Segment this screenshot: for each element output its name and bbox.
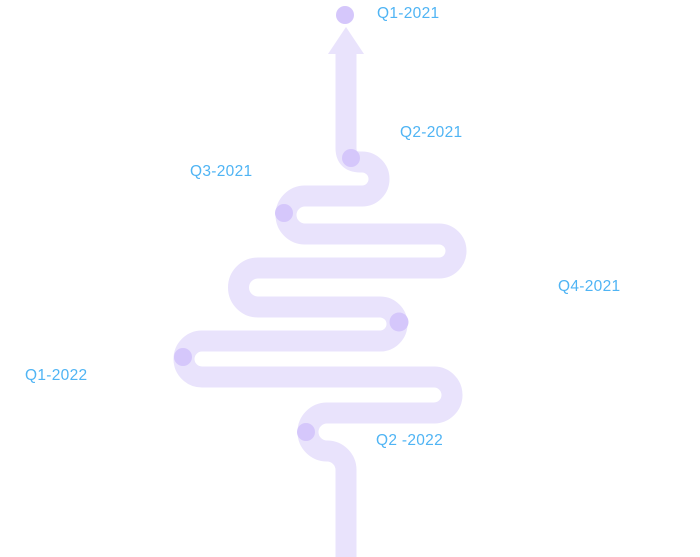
milestone-dot-q2-2022	[297, 423, 315, 441]
milestone-dot-q3-2021	[275, 204, 293, 222]
milestone-label-q3-2021: Q3-2021	[190, 163, 253, 180]
milestone-dot-q4-2021	[389, 312, 409, 332]
milestone-label-q2-2022: Q2 -2022	[376, 432, 444, 449]
milestone-dot-q2-2021	[342, 149, 360, 167]
milestone-label-q4-2021: Q4-2021	[558, 278, 621, 295]
milestone-dot-q1-2021	[336, 6, 354, 24]
milestone-label-q2-2021: Q2-2021	[400, 124, 463, 141]
milestone-dot-q1-2022	[174, 348, 192, 366]
winding-road-path	[173, 52, 467, 557]
milestone-label-q1-2022: Q1-2022	[25, 367, 88, 384]
milestone-label-q1-2021: Q1-2021	[377, 5, 440, 22]
arrow-head-icon	[328, 27, 364, 54]
